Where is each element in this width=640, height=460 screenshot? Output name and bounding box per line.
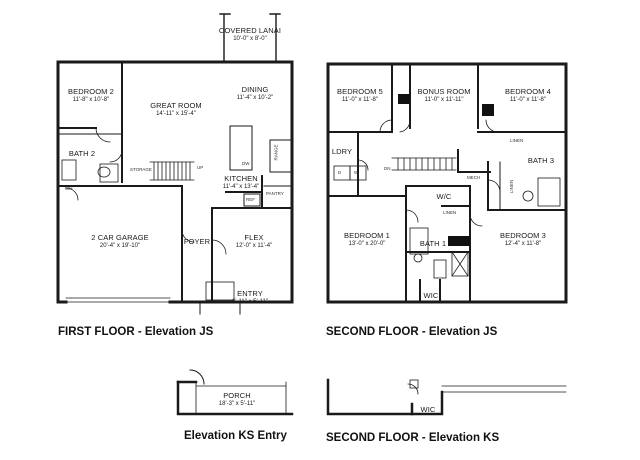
second-floor-fixtures <box>333 165 561 279</box>
room-foyer: FOYER <box>184 238 210 246</box>
caption-first-floor: FIRST FLOOR - Elevation JS <box>58 326 214 338</box>
label-storage: STORAGE <box>130 167 152 172</box>
kitchen-counters <box>229 125 293 207</box>
label-dryer: D <box>338 170 342 175</box>
room-name: WIC <box>420 405 436 414</box>
lanai-outline <box>219 13 281 63</box>
room-bonus-room: BONUS ROOM 11'-0" x 11'-11" <box>417 88 470 104</box>
label-linen: LINEN <box>510 138 524 143</box>
room-dims: 11'-4" x 13'-4" <box>222 184 260 190</box>
room-bedroom-2: BEDROOM 2 11'-8" x 10'-8" <box>68 88 114 104</box>
room-name: W/C <box>436 192 452 201</box>
second-floor-doors <box>357 119 501 227</box>
room-dining: DINING 11'-4" x 10'-2" <box>237 86 273 102</box>
room-name: BATH 3 <box>527 156 555 165</box>
room-name: BEDROOM 2 <box>68 87 114 96</box>
room-dims: 11'-0" x 11'-8" <box>341 97 379 103</box>
caption-ks-second: SECOND FLOOR - Elevation KS <box>326 432 500 444</box>
second-floor-interior-walls <box>327 63 567 303</box>
label-linen-2: LINEN <box>509 179 515 194</box>
label-wh: WH <box>65 186 73 191</box>
ks-second-walls <box>326 378 444 416</box>
room-wc: W/C <box>437 193 452 201</box>
room-name: BATH 1 <box>419 239 447 248</box>
room-name: KITCHEN <box>224 174 258 183</box>
room-dims: 14'-11" x 15'-4" <box>156 111 196 117</box>
second-floor-outer-walls <box>326 62 568 304</box>
room-dims: 11'-0" x 11'-11" <box>424 97 464 103</box>
label-dn: DN <box>384 166 391 171</box>
room-name: BEDROOM 5 <box>337 87 383 96</box>
room-dims: 10'-0" x 8'-0" <box>233 36 267 42</box>
room-bedroom-1: BEDROOM 1 13'-0" x 20'-0" <box>344 232 390 248</box>
ks-entry-walls <box>176 380 294 416</box>
room-dims: 20'-4" x 19'-10" <box>99 243 141 249</box>
label-ref: REF <box>246 197 255 202</box>
room-bedroom-5: BEDROOM 5 11'-0" x 11'-8" <box>337 88 383 104</box>
caption-second-floor: SECOND FLOOR - Elevation JS <box>326 326 498 338</box>
label-linen-3: LINEN <box>443 210 457 215</box>
room-name: BEDROOM 1 <box>344 231 390 240</box>
first-floor-stair <box>149 161 195 181</box>
room-kitchen: KITCHEN 11'-4" x 13'-4" <box>223 175 259 191</box>
room-dims: 12'-0" x 11'-4" <box>235 243 273 249</box>
room-flex: FLEX 12'-0" x 11'-4" <box>236 234 272 250</box>
room-garage: 2 CAR GARAGE 20'-4" x 19'-10" <box>91 234 148 250</box>
room-name: FLEX <box>244 233 264 242</box>
room-bedroom-4: BEDROOM 4 11'-0" x 11'-8" <box>505 88 551 104</box>
room-dims: 13'-0" x 20'-0" <box>348 241 386 247</box>
first-floor-interior-walls <box>57 61 293 303</box>
room-name: BONUS ROOM <box>417 87 471 96</box>
ks-second-detail <box>407 379 567 395</box>
label-washer: W <box>354 170 359 175</box>
room-name: FOYER <box>183 237 211 246</box>
room-entry: ENTRY 6'-11" x 5'-11" <box>232 290 268 306</box>
label-range: RANGE <box>273 144 279 161</box>
room-name: PORCH <box>223 391 251 400</box>
caption-ks-entry: Elevation KS Entry <box>184 430 287 442</box>
entry-steps <box>199 281 241 315</box>
room-name: BEDROOM 3 <box>500 231 546 240</box>
room-dims: 12'-4" x 11'-8" <box>504 241 542 247</box>
room-ldry: LDRY <box>332 148 352 156</box>
room-name: BEDROOM 4 <box>505 87 551 96</box>
room-name: ENTRY <box>237 289 263 298</box>
room-dims: 18'-3" x 5'-11" <box>218 401 256 407</box>
room-dims: 11'-4" x 10'-2" <box>236 95 274 101</box>
room-ks-wic: WIC <box>421 406 436 414</box>
room-dims: 11'-0" x 11'-8" <box>509 97 547 103</box>
first-floor-doors <box>65 127 227 255</box>
room-dims: 11'-8" x 10'-8" <box>72 97 110 103</box>
room-name: COVERED LANAI <box>218 26 282 35</box>
label-pantry: PANTRY <box>266 191 284 196</box>
label-up: UP <box>197 165 204 170</box>
room-bath-1: BATH 1 <box>420 240 446 248</box>
room-bath-2: BATH 2 <box>69 150 95 158</box>
room-name: BATH 2 <box>68 149 96 158</box>
bath2-fixtures <box>61 159 119 183</box>
room-dims: 6'-11" x 5'-11" <box>231 299 269 305</box>
room-name: WIC <box>423 291 439 300</box>
second-floor-stair <box>391 157 457 171</box>
room-bath-3: BATH 3 <box>528 157 554 165</box>
room-wic: WIC <box>424 292 439 300</box>
closet-blocks <box>398 94 494 246</box>
first-floor-outer-walls <box>56 60 294 304</box>
room-name: GREAT ROOM <box>150 101 202 110</box>
label-mech: MECH <box>467 175 481 180</box>
room-covered-lanai: COVERED LANAI 10'-0" x 8'-0" <box>219 27 281 43</box>
room-bedroom-3: BEDROOM 3 12'-4" x 11'-8" <box>500 232 546 248</box>
label-dw: DW <box>242 161 250 166</box>
room-great-room: GREAT ROOM 14'-11" x 15'-4" <box>150 102 202 118</box>
garage-door <box>65 297 171 303</box>
room-porch: PORCH 18'-3" x 5'-11" <box>219 392 255 408</box>
room-name: 2 CAR GARAGE <box>91 233 149 242</box>
ks-entry-porch <box>189 369 287 415</box>
room-name: DINING <box>241 85 269 94</box>
room-name: LDRY <box>331 147 353 156</box>
